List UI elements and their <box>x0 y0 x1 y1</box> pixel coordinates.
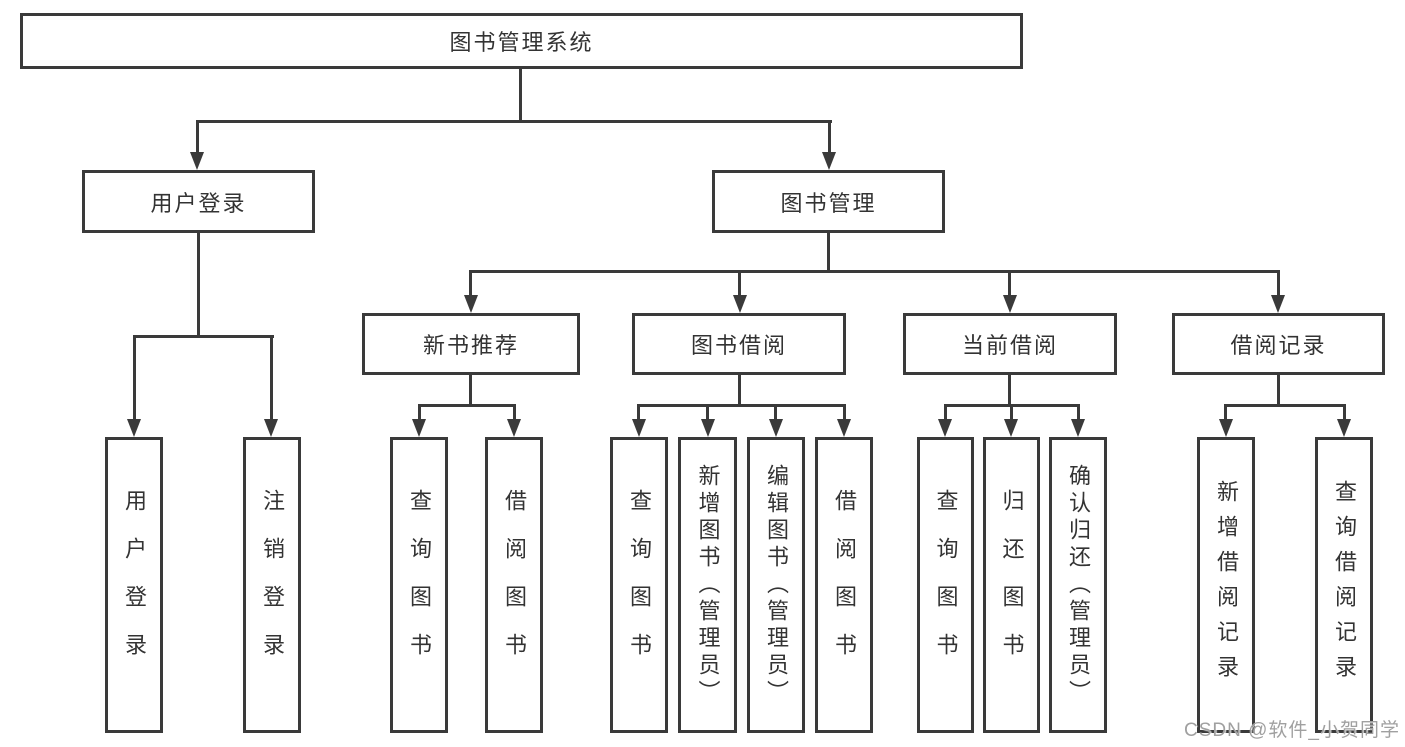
connector-line <box>738 375 741 406</box>
arrow-down-icon <box>822 152 836 170</box>
connector-line <box>1010 404 1013 421</box>
node-library-system: 图书管理系统 <box>20 13 1023 69</box>
connector-line <box>827 233 830 272</box>
connector-line <box>637 404 640 421</box>
connector-line <box>469 270 472 297</box>
connector-line <box>1008 375 1011 406</box>
connector-line <box>418 404 421 421</box>
connector-line <box>519 69 522 121</box>
arrow-down-icon <box>507 419 521 437</box>
connector-line <box>469 375 472 406</box>
node-book-management: 图书管理 <box>712 170 945 233</box>
connector-line <box>418 404 516 407</box>
arrow-down-icon <box>127 419 141 437</box>
arrow-down-icon <box>837 419 851 437</box>
connector-line <box>133 335 274 338</box>
connector-line <box>1077 404 1080 421</box>
leaf-logout: 注销登录 <box>243 437 301 733</box>
connector-line <box>1008 270 1011 297</box>
arrow-down-icon <box>190 152 204 170</box>
leaf-br-add-record: 新增借阅记录 <box>1197 437 1255 733</box>
leaf-cb-return-books: 归还图书 <box>983 437 1040 733</box>
connector-line <box>843 404 846 421</box>
leaf-bb-add-books-admin: 新增图书（管理员） <box>678 437 737 733</box>
leaf-user-login: 用户登录 <box>105 437 163 733</box>
arrow-down-icon <box>701 419 715 437</box>
leaf-nb-query-books: 查询图书 <box>390 437 448 733</box>
arrow-down-icon <box>1219 419 1233 437</box>
node-new-book-recommend: 新书推荐 <box>362 313 580 375</box>
connector-line <box>828 120 831 154</box>
arrow-down-icon <box>1337 419 1351 437</box>
node-user-login: 用户登录 <box>82 170 315 233</box>
connector-line <box>1224 404 1227 421</box>
connector-line <box>706 404 709 421</box>
connector-line <box>1224 404 1346 407</box>
connector-line <box>637 404 846 407</box>
arrow-down-icon <box>632 419 646 437</box>
connector-line <box>470 270 1280 273</box>
leaf-bb-borrow-books: 借阅图书 <box>815 437 873 733</box>
connector-line <box>196 120 199 154</box>
arrow-down-icon <box>1271 295 1285 313</box>
connector-line <box>1277 270 1280 297</box>
arrow-down-icon <box>769 419 783 437</box>
connector-line <box>513 404 516 421</box>
arrow-down-icon <box>1004 419 1018 437</box>
leaf-cb-confirm-return-admin: 确认归还（管理员） <box>1049 437 1107 733</box>
connector-line <box>133 335 136 421</box>
arrow-down-icon <box>412 419 426 437</box>
connector-line <box>270 335 273 421</box>
leaf-br-query-record: 查询借阅记录 <box>1315 437 1373 733</box>
connector-line <box>738 270 741 297</box>
arrow-down-icon <box>1003 295 1017 313</box>
arrow-down-icon <box>1071 419 1085 437</box>
connector-line <box>774 404 777 421</box>
connector-line <box>196 120 832 123</box>
connector-line <box>1277 375 1280 406</box>
csdn-watermark: CSDN @软件_小贺同学 <box>1184 720 1400 741</box>
leaf-bb-edit-books-admin: 编辑图书（管理员） <box>747 437 805 733</box>
leaf-bb-query-books: 查询图书 <box>610 437 668 733</box>
connector-line <box>1343 404 1346 421</box>
arrow-down-icon <box>464 295 478 313</box>
arrow-down-icon <box>938 419 952 437</box>
node-borrow-records: 借阅记录 <box>1172 313 1385 375</box>
connector-line <box>197 233 200 338</box>
arrow-down-icon <box>733 295 747 313</box>
arrow-down-icon <box>264 419 278 437</box>
node-book-borrow: 图书借阅 <box>632 313 846 375</box>
node-current-borrow: 当前借阅 <box>903 313 1117 375</box>
leaf-cb-query-books: 查询图书 <box>917 437 974 733</box>
connector-line <box>944 404 947 421</box>
leaf-nb-borrow-books: 借阅图书 <box>485 437 543 733</box>
